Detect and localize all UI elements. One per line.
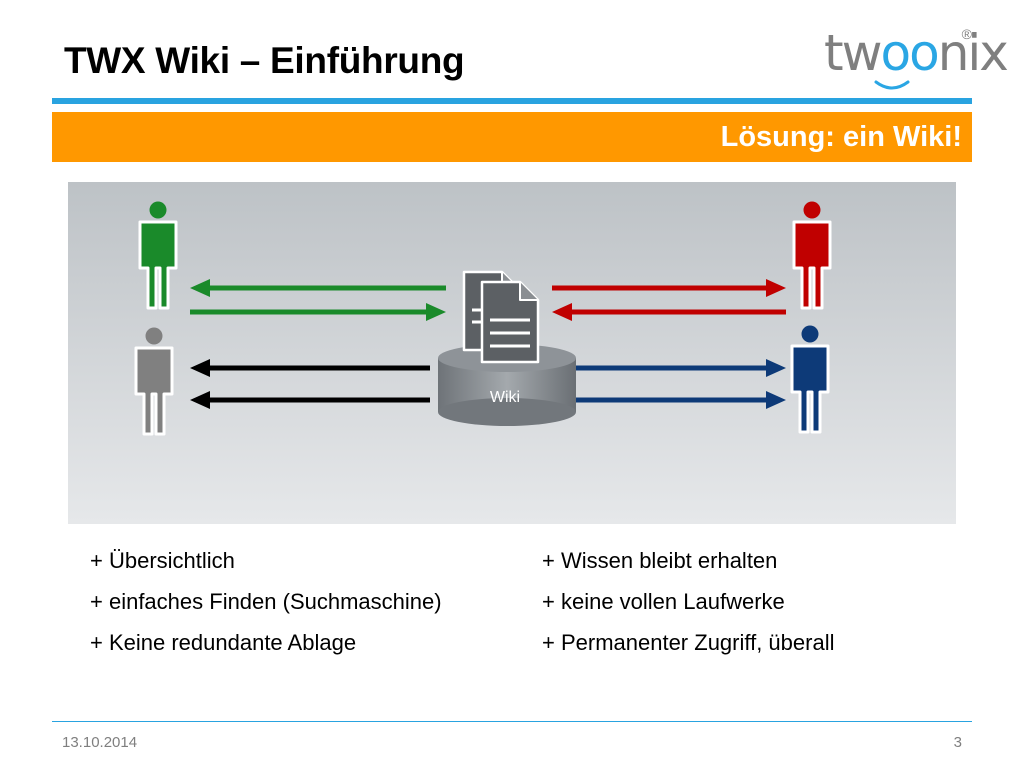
registered-mark: ® (961, 26, 972, 42)
person-gray-icon (134, 326, 174, 436)
documents-icon (462, 270, 540, 364)
header-divider (52, 98, 972, 104)
diagram-canvas: Wiki (134, 200, 832, 436)
logo-text-tw: tw (824, 24, 882, 82)
arrow-navy-to-user-top (576, 359, 786, 377)
arrow-red-to-user (552, 279, 786, 297)
wiki-diagram: Wiki (68, 182, 956, 524)
page-number: 3 (953, 734, 962, 751)
footer-date: 13.10.2014 (62, 734, 138, 751)
arrow-black-to-user-top (190, 359, 430, 377)
footer-divider (52, 721, 972, 722)
arrow-green-to-user (190, 279, 446, 297)
arrow-green-to-wiki (190, 303, 446, 321)
person-green-icon (138, 200, 178, 310)
list-item: + Wissen bleibt erhalten (542, 548, 778, 573)
advantages-list-left: + Übersichtlich + einfaches Finden (Such… (90, 546, 442, 669)
slide-subtitle: Lösung: ein Wiki! (720, 120, 962, 153)
logo-text-oo: oo (880, 24, 940, 82)
logo-smile-icon (874, 80, 910, 90)
wiki-label: Wiki (490, 389, 520, 406)
twoonix-logo: twoonix ® (824, 22, 1009, 100)
slide-title: TWX Wiki – Einführung (64, 40, 465, 81)
arrow-navy-to-user-bottom (576, 391, 786, 409)
logo-text-nix: nix (937, 24, 1009, 82)
person-red-icon (792, 200, 832, 310)
list-item: + Permanenter Zugriff, überall (542, 630, 835, 655)
arrow-black-to-user-bottom (190, 391, 430, 409)
subtitle-banner: Lösung: ein Wiki! (52, 112, 972, 162)
list-item: + einfaches Finden (Suchmaschine) (90, 589, 442, 614)
list-item: + keine vollen Laufwerke (542, 589, 785, 614)
person-navy-icon (790, 324, 830, 434)
arrow-red-to-wiki (552, 303, 786, 321)
list-item: + Keine redundante Ablage (90, 630, 357, 655)
advantages-list-right: + Wissen bleibt erhalten + keine vollen … (542, 546, 834, 669)
list-item: + Übersichtlich (90, 548, 235, 573)
